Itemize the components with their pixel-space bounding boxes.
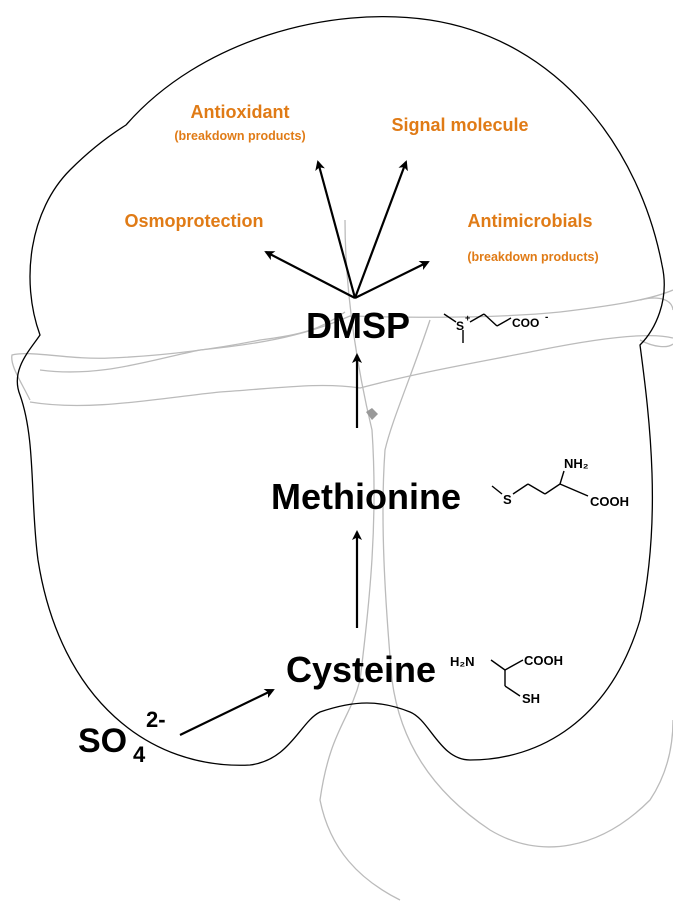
label-dmsp: DMSP: [306, 305, 410, 346]
label-sulfate: SO: [78, 722, 127, 760]
cysteine-amine: H₂N: [450, 654, 475, 669]
pathway-arrows: [179, 353, 362, 736]
dmsp-minus: -: [545, 312, 548, 323]
label-cysteine: Cysteine: [286, 649, 436, 690]
dmsp-plus: +: [465, 313, 470, 323]
methionine-structure: NH₂ S COOH: [491, 456, 629, 509]
cell-outline: [16, 15, 665, 766]
faint-outline-band-lower: [29, 335, 673, 407]
dmsp-sulfur: S: [456, 319, 464, 333]
faint-outline-stem-right: [382, 319, 673, 848]
arrow-to-antimicrobials: [354, 261, 430, 299]
faint-outline-stem-left: [319, 219, 401, 901]
faint-outline-band-upper: [39, 289, 673, 373]
label-antimicrobials-note: (breakdown products): [467, 250, 598, 264]
label-antioxidant-note: (breakdown products): [174, 129, 305, 143]
arrow-sulfate-to-cysteine: [179, 688, 275, 736]
cysteine-thiol: SH: [522, 691, 540, 706]
label-sulfate-subscript: 4: [133, 742, 146, 767]
arrow-to-osmoprotection: [264, 251, 356, 299]
arrow-to-signal-molecule: [353, 160, 408, 299]
cysteine-carboxyl: COOH: [524, 653, 563, 668]
label-signal-molecule: Signal molecule: [391, 115, 528, 135]
methionine-carboxyl: COOH: [590, 494, 629, 509]
methionine-amine: NH₂: [564, 456, 589, 471]
label-antimicrobials: Antimicrobials: [467, 211, 592, 231]
methionine-sulfur: S: [503, 492, 512, 507]
small-grey-speck: [366, 408, 378, 420]
label-osmoprotection: Osmoprotection: [124, 211, 263, 231]
dmsp-structure: S + COO -: [443, 312, 548, 343]
label-sulfate-charge: 2-: [146, 707, 166, 732]
arrow-to-antioxidant: [315, 160, 357, 299]
function-arrows: [264, 160, 430, 299]
dmsp-carboxylate: COO: [512, 316, 539, 330]
label-methionine: Methionine: [271, 476, 461, 517]
faint-cell-outlines: [11, 219, 673, 901]
cysteine-structure: H₂N COOH SH: [450, 653, 563, 706]
label-antioxidant: Antioxidant: [191, 102, 290, 122]
